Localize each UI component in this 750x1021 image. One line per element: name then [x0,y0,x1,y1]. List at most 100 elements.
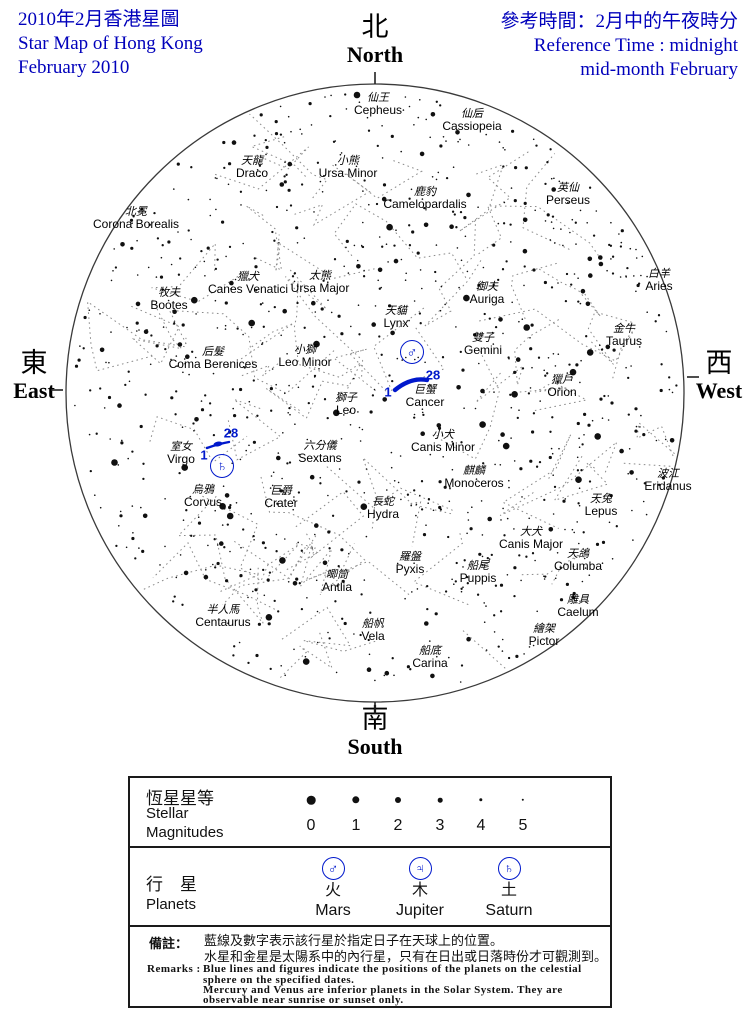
star-dot [634,407,638,411]
star-dot [261,541,265,545]
star-dot [221,220,225,224]
star-dot [429,640,431,642]
star-dot [507,656,511,660]
star-dot [460,664,464,667]
star-dot [513,594,516,598]
star-dot [500,432,505,437]
star-dot [654,320,657,323]
star-dot [213,538,216,541]
star-dot [473,333,477,337]
star-dot [455,130,460,135]
star-dot [359,440,362,442]
star-dot [464,235,467,238]
star-dot [400,498,402,501]
star-dot [247,661,250,665]
constellation-line [499,440,618,516]
star-dot [138,329,140,331]
star-dot [551,416,554,419]
star-dot [532,268,536,272]
star-dot [239,458,242,461]
star-dot [646,275,648,278]
star-dot [185,509,188,512]
compass-west: 西 West [688,348,750,404]
star-dot [476,287,479,290]
star-dot [334,600,337,603]
star-dot [434,612,438,616]
star-dot [366,667,372,672]
star-dot [502,442,510,450]
star-dot [498,439,500,442]
star-dot [230,288,232,290]
star-dot [454,580,457,583]
constellation-line [243,108,328,199]
constellation-line [275,234,375,279]
constellation-line [510,262,557,321]
star-dot [281,477,283,480]
star-dot [172,600,175,603]
star-dot [501,268,505,271]
star-dot [161,244,164,247]
star-dot [477,206,479,208]
star-dot [610,221,612,224]
star-dot [175,390,178,393]
star-dot [190,238,192,241]
star-dot [426,607,429,611]
star-dot [99,347,105,353]
star-dot [134,557,137,560]
star-dot [492,243,496,247]
star-dot [257,622,261,626]
star-dot [177,342,183,347]
star-dot [429,136,432,139]
star-dot [242,333,244,336]
star-dot [204,394,207,397]
star-dot [620,241,623,244]
star-dot [357,304,360,307]
star-dot [531,430,535,434]
star-dot [601,540,606,545]
star-dot [578,504,581,507]
star-dot [366,116,369,119]
remarks-en-line2: sphere on the specified dates. [203,974,355,986]
star-dot [664,438,667,441]
star-dot [215,208,217,211]
star-dot [292,581,298,586]
star-dot [471,506,473,509]
star-dot [258,175,261,177]
star-dot [318,368,320,370]
star-dot [441,356,445,359]
star-dot [451,578,453,581]
star-dot [314,523,319,528]
star-dot [535,144,538,147]
star-dot [516,416,519,420]
star-dot [557,353,560,356]
star-dot [348,552,350,555]
star-dot [577,300,580,303]
star-dot [419,269,422,271]
star-dot [432,509,435,512]
star-dot [455,326,457,328]
star-dot [327,281,329,284]
star-dot [283,180,287,184]
star-dot [309,474,315,480]
star-dot [581,443,584,446]
star-dot [544,220,547,222]
star-dot [565,582,570,587]
star-dot [584,567,587,569]
star-dot [270,409,273,412]
star-dot [481,534,484,536]
remarks-en-line4: observable near sunrise or sunset only. [203,994,404,1006]
star-dot [607,419,610,421]
star-dot [588,574,591,576]
star-dot [639,426,641,428]
star-dot [619,245,623,248]
star-dot [303,326,306,329]
star-dot [187,229,190,232]
star-dot [513,460,516,462]
star-dot [611,272,615,275]
star-dot [132,215,135,218]
star-dot [273,239,276,242]
star-dot [583,434,585,436]
legend-planet-mars: ♂ 火 Mars [293,848,373,921]
star-dot [140,207,144,211]
star-dot [619,276,622,278]
